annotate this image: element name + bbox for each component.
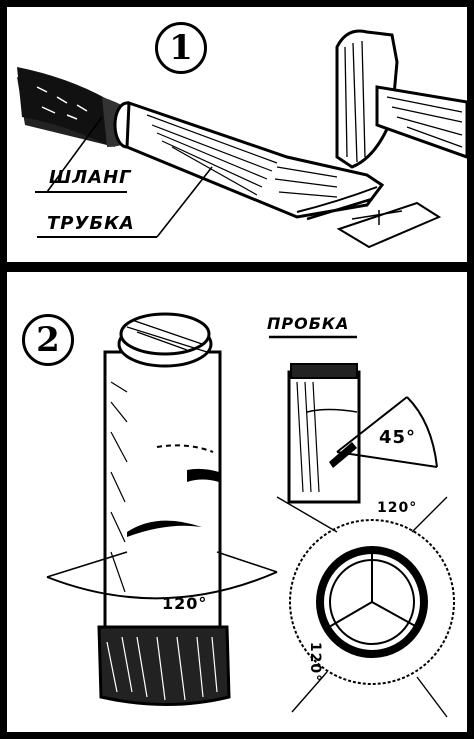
hose-label: ШЛАНГ bbox=[49, 167, 132, 188]
cross-section-angle-top-label: 120° bbox=[377, 500, 418, 516]
step-number-badge: 1 bbox=[155, 22, 207, 74]
panel-1-hose-and-tube: 1 ШЛАНГ ТРУБКА bbox=[7, 7, 467, 262]
panel-2-tube-and-plug: 2 ПРОБКА 120° 45° 120° 120° bbox=[7, 272, 467, 732]
label-leader-lines bbox=[35, 116, 213, 238]
cross-section-drawing bbox=[276, 496, 455, 718]
cross-section-angle-bottom-label: 120° bbox=[307, 641, 324, 683]
side-angle-label: 120° bbox=[162, 594, 208, 613]
plug-label: ПРОБКА bbox=[267, 314, 350, 333]
tube-label: ТРУБКА bbox=[47, 213, 135, 234]
side-angle-arc bbox=[46, 551, 278, 600]
flattened-end-plate bbox=[336, 201, 442, 249]
panel-2-drawing bbox=[46, 312, 455, 718]
panel-1-drawing bbox=[17, 29, 467, 249]
large-tube-drawing bbox=[97, 312, 231, 706]
angle-45-marker bbox=[336, 396, 438, 468]
hammer-drawing bbox=[335, 29, 467, 169]
hose-drawing bbox=[17, 67, 129, 147]
tube-drawing bbox=[125, 100, 385, 221]
step-number-badge: 2 bbox=[22, 314, 74, 366]
plug-tube-drawing bbox=[269, 335, 361, 504]
angle-45-label: 45° bbox=[379, 427, 417, 448]
